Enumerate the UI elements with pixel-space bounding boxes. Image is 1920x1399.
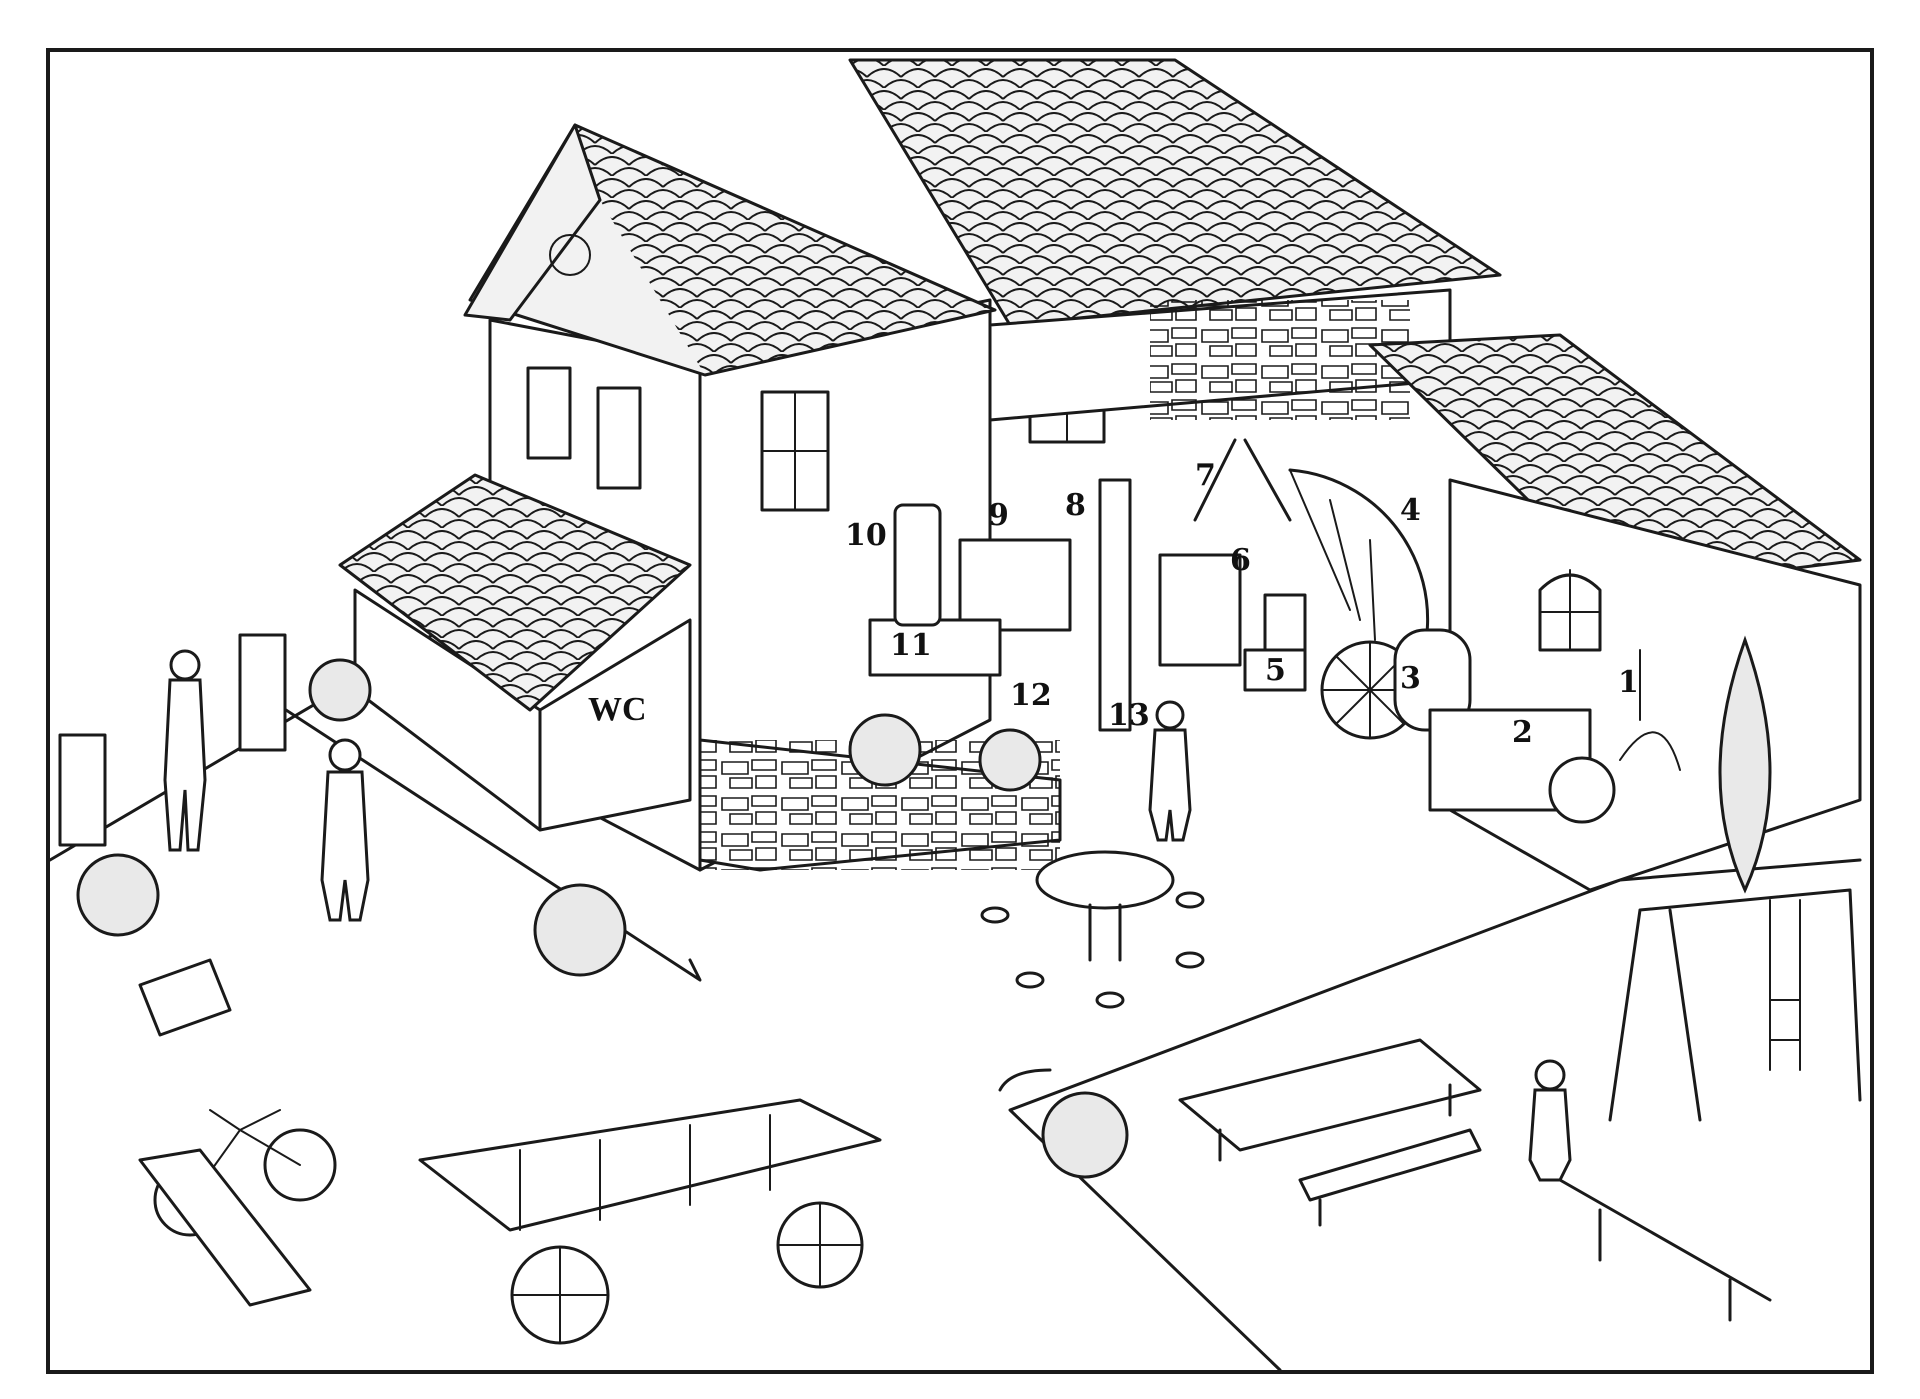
seesaw <box>1558 1178 1772 1322</box>
wc-label: WC <box>588 691 647 728</box>
bushes <box>76 635 1772 1179</box>
callout-8: 8 <box>1065 488 1086 523</box>
person-courtyard <box>1148 700 1192 842</box>
people <box>163 649 1572 1182</box>
callout-3: 3 <box>1400 661 1421 696</box>
table-and-stools <box>980 850 1205 1009</box>
callout-12: 12 <box>1010 678 1052 713</box>
callout-6: 6 <box>1230 543 1251 578</box>
callout-11: 11 <box>890 628 932 663</box>
callout-1: 1 <box>1618 665 1639 700</box>
machinery <box>868 438 1681 824</box>
callout-13: 13 <box>1108 698 1150 733</box>
gate-posts <box>58 633 287 1037</box>
callout-5: 5 <box>1265 653 1286 688</box>
person-seesaw <box>1528 1059 1572 1182</box>
person-left-1 <box>163 649 207 852</box>
wc-lean-to: WC <box>338 473 692 832</box>
bicycle <box>138 1109 337 1307</box>
callout-10: 10 <box>845 518 887 553</box>
callouts: 1 2 3 4 5 6 7 8 9 10 11 12 13 <box>845 458 1639 750</box>
hay-wagon <box>418 1098 882 1345</box>
main-house <box>463 123 1106 872</box>
picnic-bench <box>1178 1038 1482 1227</box>
callout-2: 2 <box>1512 715 1533 750</box>
person-left-2 <box>320 738 370 922</box>
callout-4: 4 <box>1400 493 1421 528</box>
swing-frame <box>1608 888 1862 1122</box>
callout-9: 9 <box>988 498 1009 533</box>
barn-roof <box>848 58 1502 422</box>
callout-7: 7 <box>1195 458 1216 493</box>
